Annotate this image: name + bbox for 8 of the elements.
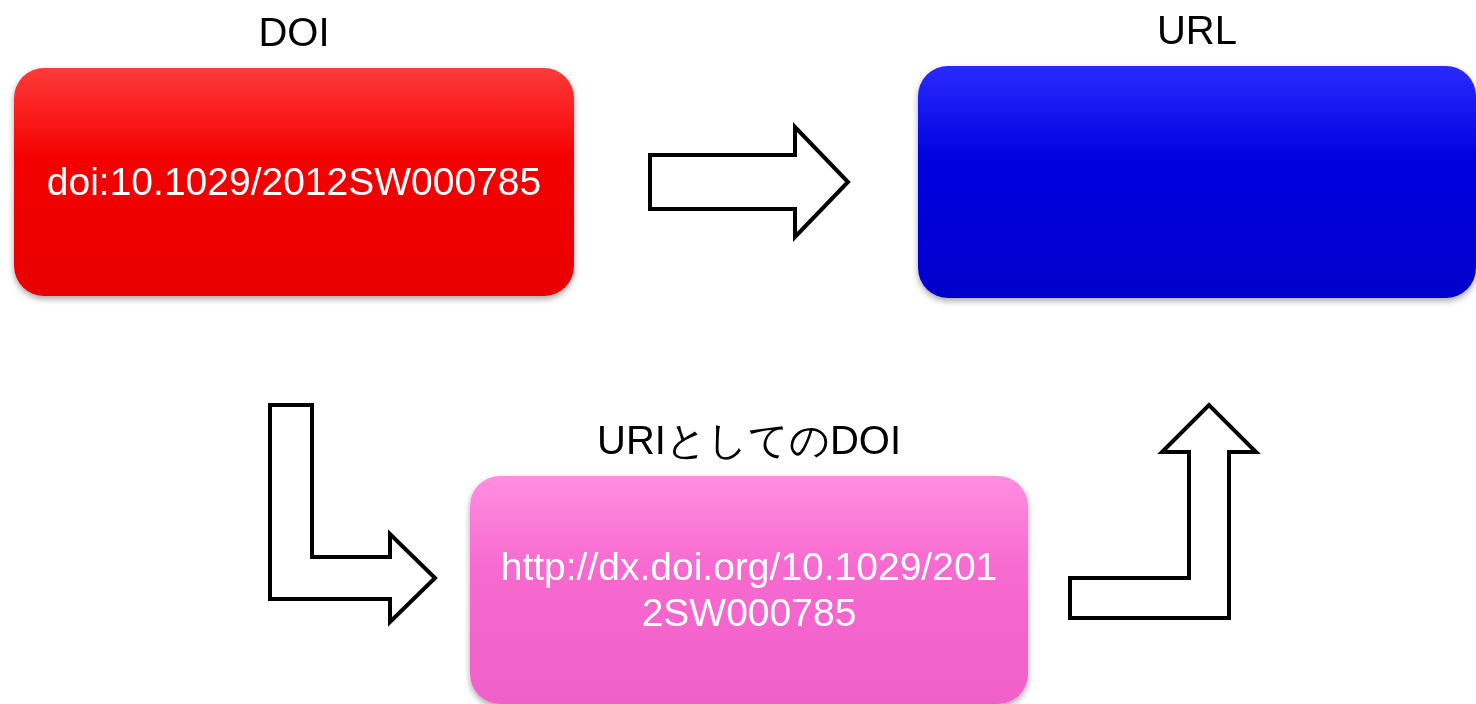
box-heading: URIとしてのDOI [596,417,902,464]
box-heading: URL [1156,7,1238,54]
block-arrow [1068,402,1261,620]
block-arrow [648,122,851,242]
box-text: doi:10.1029/2012SW000785 [45,159,543,205]
box-text: http://dx.doi.org/10.1029/2012SW000785 [499,544,999,636]
block-arrow [268,403,438,627]
box-heading: DOI [257,9,331,56]
